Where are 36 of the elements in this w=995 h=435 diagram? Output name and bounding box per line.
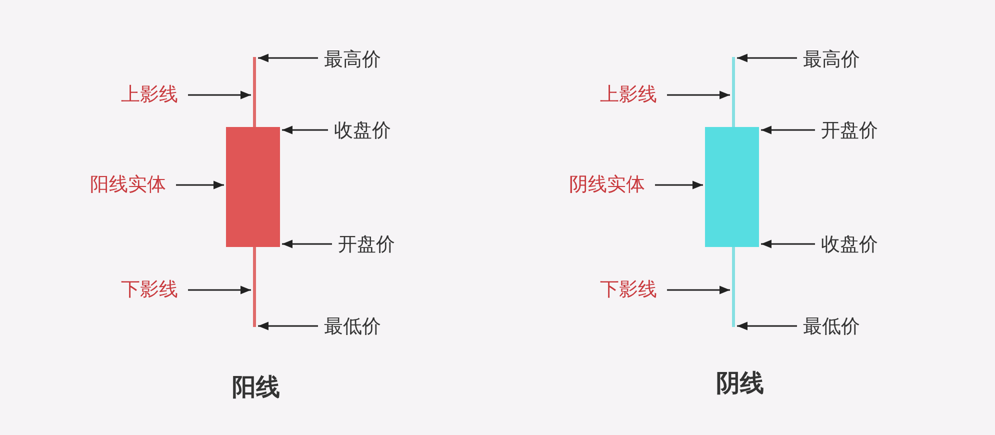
price-label: 最低价 — [803, 316, 860, 338]
arrow — [667, 90, 730, 100]
arrow — [282, 240, 332, 248]
part-label: 上影线 — [121, 84, 178, 106]
candle-wick — [253, 247, 256, 327]
arrow — [176, 180, 224, 190]
arrow — [188, 286, 251, 294]
candle-body — [705, 127, 759, 247]
arrow — [667, 286, 730, 294]
part-label: 下影线 — [600, 278, 657, 302]
arrow — [258, 322, 318, 330]
part-label: 阳线实体 — [90, 174, 166, 196]
arrow — [655, 180, 703, 190]
arrow — [188, 90, 251, 100]
arrow — [761, 240, 815, 248]
part-label: 下影线 — [121, 278, 178, 302]
price-label: 开盘价 — [338, 234, 395, 256]
part-label: 阴线实体 — [569, 174, 645, 196]
arrow — [737, 322, 797, 330]
price-label: 最高价 — [803, 48, 860, 72]
candle-caption: 阴线 — [716, 368, 764, 399]
price-label: 收盘价 — [334, 120, 391, 142]
candle-body — [226, 127, 280, 247]
arrow — [761, 126, 815, 134]
price-label: 最高价 — [324, 48, 381, 72]
arrow — [282, 126, 328, 134]
price-label: 开盘价 — [821, 120, 878, 142]
arrow — [258, 54, 318, 62]
candle-wick — [732, 57, 735, 127]
arrow — [737, 54, 797, 62]
candle-caption: 阳线 — [232, 372, 280, 403]
candle-wick — [253, 57, 256, 127]
price-label: 最低价 — [324, 316, 381, 338]
price-label: 收盘价 — [821, 234, 878, 256]
part-label: 上影线 — [600, 84, 657, 106]
candle-wick — [732, 247, 735, 327]
